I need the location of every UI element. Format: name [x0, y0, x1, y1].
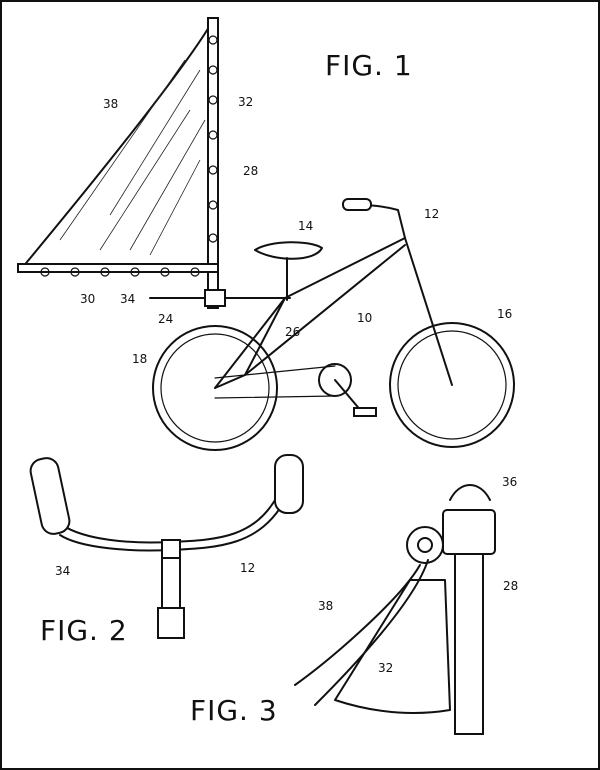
seat [254, 241, 323, 260]
ref-label: 24 [158, 312, 173, 326]
ref-label: 30 [80, 292, 95, 306]
fig3-sail-piece [334, 579, 451, 714]
ref-label: 28 [503, 579, 518, 593]
fig3-label: FIG. 3 [190, 694, 278, 727]
ref-label: 34 [120, 292, 135, 306]
fig3-pulley-hub [417, 537, 433, 553]
fig2-right-grip [274, 454, 304, 514]
fig2-reference-labels: 34 12 [55, 561, 255, 578]
ref-label: 38 [103, 97, 118, 111]
crank-arm [334, 379, 363, 413]
ref-label: 32 [378, 661, 393, 675]
mast [207, 17, 219, 309]
sail-shading [59, 59, 206, 256]
boom [17, 263, 219, 273]
front-wheel [389, 322, 515, 448]
front-rim [397, 330, 507, 440]
fig3-line [294, 564, 421, 686]
fig3-mast [454, 553, 484, 735]
ref-label: 32 [238, 95, 253, 109]
chain-stay [214, 374, 246, 389]
fig3-mast-cap [442, 509, 496, 555]
clamp [204, 289, 226, 307]
fig1-label: FIG. 1 [325, 49, 413, 82]
fig3-hook [449, 484, 491, 501]
fig2-label: FIG. 2 [40, 614, 128, 647]
fig1-drawing [17, 17, 515, 451]
fig3-pulley [406, 526, 444, 564]
ref-label: 26 [285, 325, 300, 339]
fig1-reference-labels: 38 32 28 14 12 30 34 24 26 10 16 18 [80, 95, 512, 366]
fig3-drawing [294, 484, 496, 735]
ref-label: 12 [424, 207, 439, 221]
rear-rim [160, 333, 270, 443]
ref-label: 28 [243, 164, 258, 178]
fig2-stem-base [157, 607, 185, 639]
mast-lacing [208, 35, 218, 243]
ref-label: 16 [497, 307, 512, 321]
fig2-stem [161, 557, 181, 609]
frame-down [244, 244, 406, 376]
ref-label: 10 [357, 311, 372, 325]
fig2-left-grip [29, 457, 71, 535]
handlebar-grip [342, 198, 372, 211]
ref-label: 18 [132, 352, 147, 366]
fig2-drawing [29, 454, 304, 639]
chain [214, 365, 336, 399]
ref-label: 36 [502, 475, 517, 489]
fig3-reference-labels: 36 28 38 32 [318, 475, 518, 675]
fig2-clamp [161, 539, 181, 559]
ref-label: 34 [55, 564, 70, 578]
ref-label: 38 [318, 599, 333, 613]
ref-label: 12 [240, 561, 255, 575]
fig3-line-2 [314, 559, 429, 706]
pedal [353, 407, 377, 417]
fig2-handlebar-top [61, 494, 279, 544]
ref-label: 14 [298, 219, 313, 233]
frame-top [214, 237, 453, 389]
boom-lacing [40, 267, 200, 277]
sail [21, 21, 213, 269]
rear-wheel [152, 325, 278, 451]
